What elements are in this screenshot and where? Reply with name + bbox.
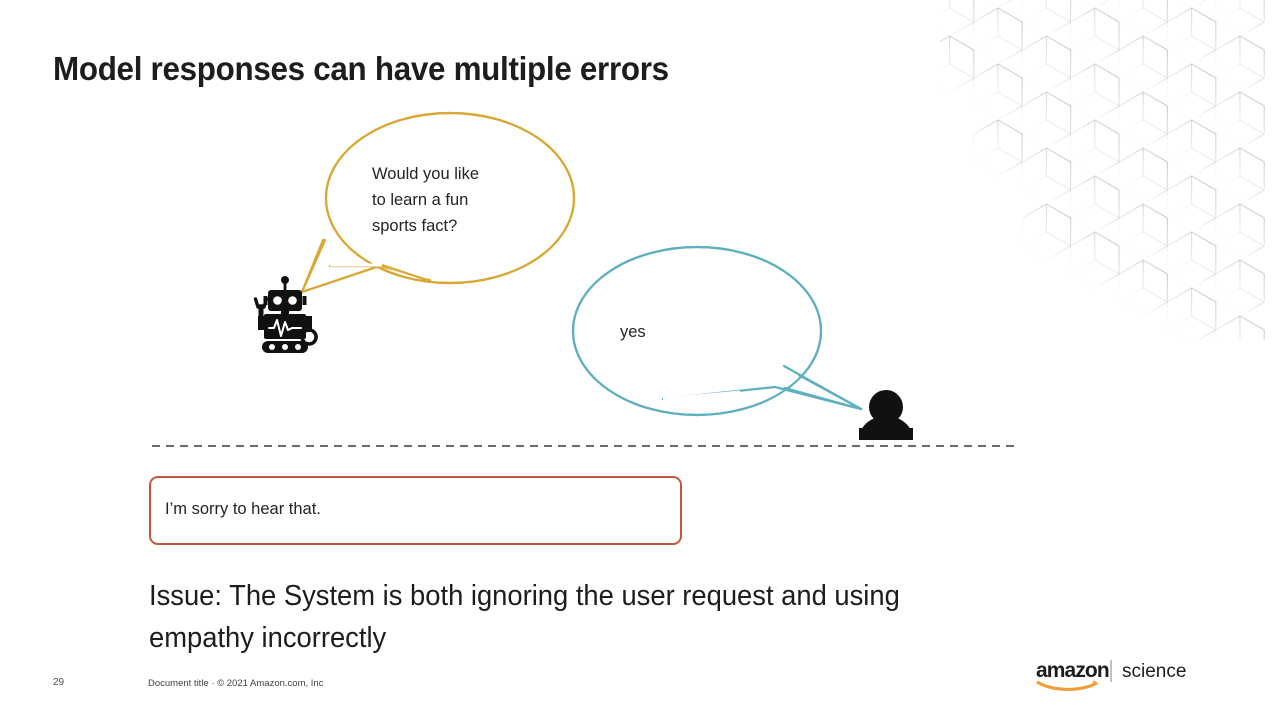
background-lattice-pattern bbox=[940, 0, 1265, 340]
user-speech-bubble bbox=[571, 245, 863, 417]
amazon-science-logo: amazon science bbox=[1036, 659, 1186, 691]
page-number: 29 bbox=[53, 677, 65, 688]
amazon-smile-arrow-icon bbox=[1091, 680, 1098, 687]
system-response-box bbox=[149, 476, 682, 545]
page-title: Model responses can have multiple errors bbox=[53, 50, 669, 87]
user-bubble-text: yes bbox=[620, 323, 646, 341]
system-response-text: I’m sorry to hear that. bbox=[165, 500, 321, 518]
bot-bubble-text: Would you like to learn a fun sports fac… bbox=[372, 165, 480, 235]
issue-statement: Issue: The System is both ignoring the u… bbox=[149, 580, 900, 654]
footer-copyright-note: Document title · © 2021 Amazon.com, Inc bbox=[148, 678, 324, 689]
amazon-smile-icon bbox=[1036, 680, 1098, 691]
logo-brand-text: amazon bbox=[1036, 659, 1109, 682]
logo-sub-text: science bbox=[1122, 661, 1186, 682]
person-icon bbox=[859, 390, 913, 440]
robot-icon bbox=[253, 276, 318, 353]
